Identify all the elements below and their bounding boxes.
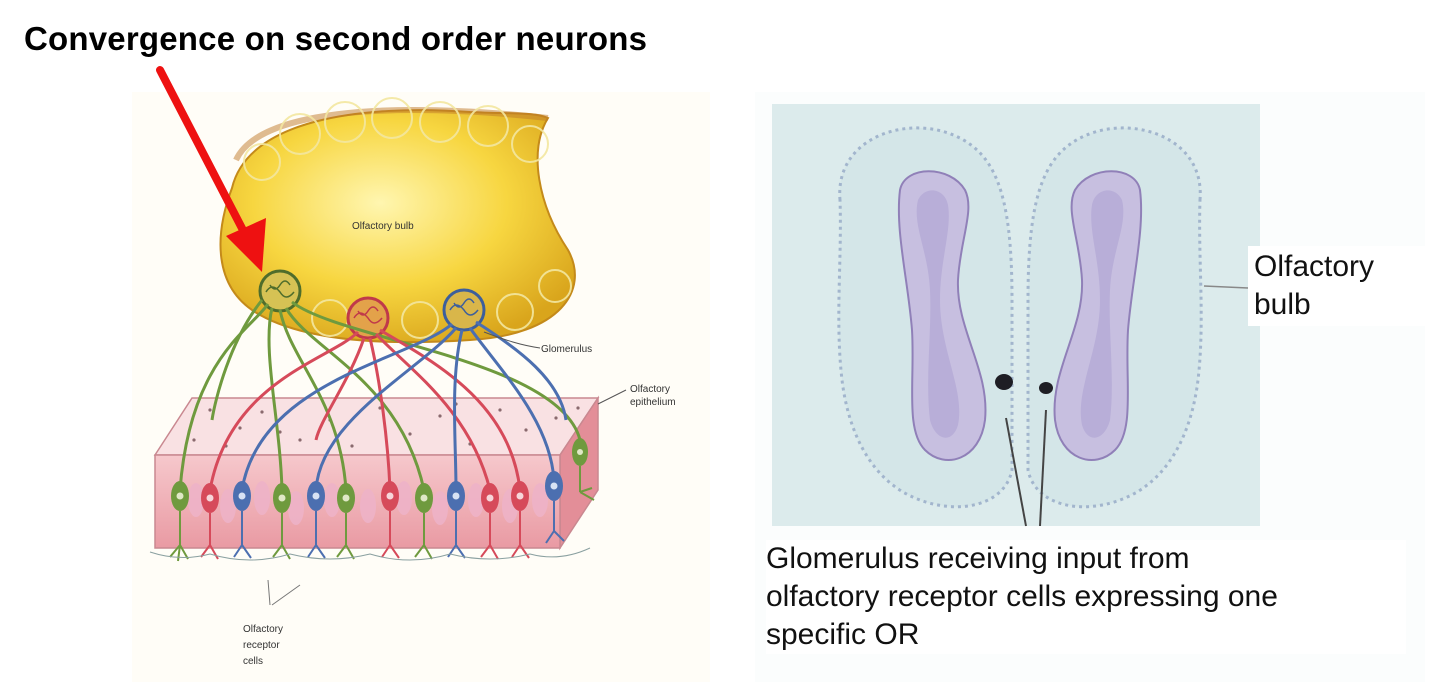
receptor-leader: [267, 579, 301, 606]
glomerulus-blue: [442, 288, 486, 332]
receptor-label-line1: Olfactory: [243, 624, 283, 635]
receptor-label-line2: receptor: [243, 640, 280, 651]
receptor-label-line3: cells: [243, 656, 263, 667]
glomerulus-leader: [483, 331, 541, 349]
red-axons: [208, 328, 522, 491]
glomerulus-label: Glomerulus: [541, 344, 592, 355]
receptor-cells: [171, 438, 588, 513]
glomerulus-caption-line1: Glomerulus receiving input from: [766, 542, 1190, 575]
pointer-line-left: [1005, 417, 1027, 527]
inner-layer-right: [1053, 170, 1143, 461]
olfactory-epithelium: [153, 395, 600, 551]
red-arrow: [156, 66, 266, 272]
pointer-line-right: [1039, 409, 1047, 527]
epithelium-label-line1: Olfactory: [630, 384, 670, 395]
bulb-label: Olfactory bulb: [352, 221, 414, 232]
glomerulus-caption-line2: olfactory receptor cells expressing one: [766, 580, 1278, 614]
inner-layer-left: [897, 170, 987, 461]
micrograph-bulb-label-line1: Olfactory: [1254, 250, 1375, 283]
glomerulus-spot-right: [1039, 382, 1053, 394]
bulb-pointer-line: [1203, 285, 1249, 289]
core-left: [916, 190, 960, 438]
micrograph-bulb-label-line2: bulb: [1254, 288, 1311, 322]
epithelium-leader: [597, 389, 627, 405]
green-axons: [178, 299, 582, 491]
glomerulus-caption: Glomerulus receiving input from olfactor…: [766, 540, 1406, 655]
blue-axons: [240, 320, 568, 491]
left-diagram: Olfactory bulb: [132, 66, 710, 682]
glomerulus-caption-line3: specific OR: [766, 618, 920, 652]
core-right: [1080, 190, 1124, 438]
receptor-cilia: [149, 466, 595, 562]
olfactory-bulb: Olfactory bulb: [219, 97, 576, 344]
micrograph-bulb-label: Olfactory bulb: [1248, 246, 1440, 327]
epithelium-label-line2: epithelium: [630, 397, 676, 408]
glomerulus-spot-left: [995, 374, 1013, 390]
slide-title: Convergence on second order neurons: [24, 20, 648, 57]
